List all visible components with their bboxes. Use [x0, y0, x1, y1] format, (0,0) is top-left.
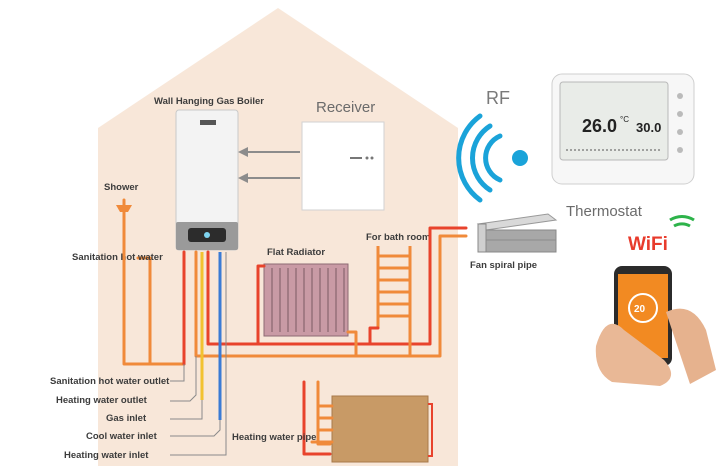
towel-radiator — [376, 246, 412, 328]
thermostat-set-temp: 30.0 — [636, 120, 661, 135]
sanitation-hot-water-label: Sanitation hot water — [72, 252, 163, 263]
thermostat-device: 26.0 °C 30.0 — [551, 73, 695, 185]
wifi-icon: WiFi — [628, 215, 695, 255]
receiver-label: Receiver — [316, 99, 375, 116]
wifi-label: WiFi — [628, 234, 668, 255]
inlet-label-heating-water-inlet: Heating water inlet — [64, 450, 149, 461]
bath-room-label: For bath room — [366, 232, 430, 243]
boiler-label: Wall Hanging Gas Boiler — [154, 96, 264, 107]
thermostat-unit: °C — [620, 115, 629, 124]
shower-head-icon — [116, 198, 132, 220]
flat-radiator-label: Flat Radiator — [267, 247, 325, 258]
inlet-label-cool-water-inlet: Cool water inlet — [86, 431, 158, 442]
shower-label: Shower — [104, 182, 139, 193]
thermostat-current-temp: 26.0 — [582, 116, 617, 136]
phone-setpoint: 20 — [634, 304, 646, 315]
heating-water-pipe-label: Heating water pipe — [232, 432, 316, 443]
inlet-leaders — [170, 252, 227, 456]
pipe-network — [122, 216, 468, 456]
gas-boiler — [175, 109, 239, 251]
flat-radiator — [263, 263, 349, 337]
receiver-to-boiler-arrows — [238, 147, 300, 183]
smartphone-app: 20 — [595, 266, 716, 386]
hot-water-tap-icon — [136, 256, 152, 278]
inlet-label-heating-water-outlet: Heating water outlet — [56, 395, 148, 406]
receiver-unit — [301, 121, 385, 211]
fan-coil-unit — [476, 213, 558, 253]
inlet-label-sanitation-hot-water-outlet: Sanitation hot water outlet — [50, 376, 170, 387]
thermostat-label: Thermostat — [566, 203, 643, 220]
rf-waves-icon — [456, 113, 528, 203]
floor-heating-panel — [310, 395, 433, 463]
rf-label: RF — [486, 88, 510, 108]
fan-spiral-pipe-label: Fan spiral pipe — [470, 260, 537, 271]
inlet-label-gas-inlet: Gas inlet — [106, 413, 147, 424]
